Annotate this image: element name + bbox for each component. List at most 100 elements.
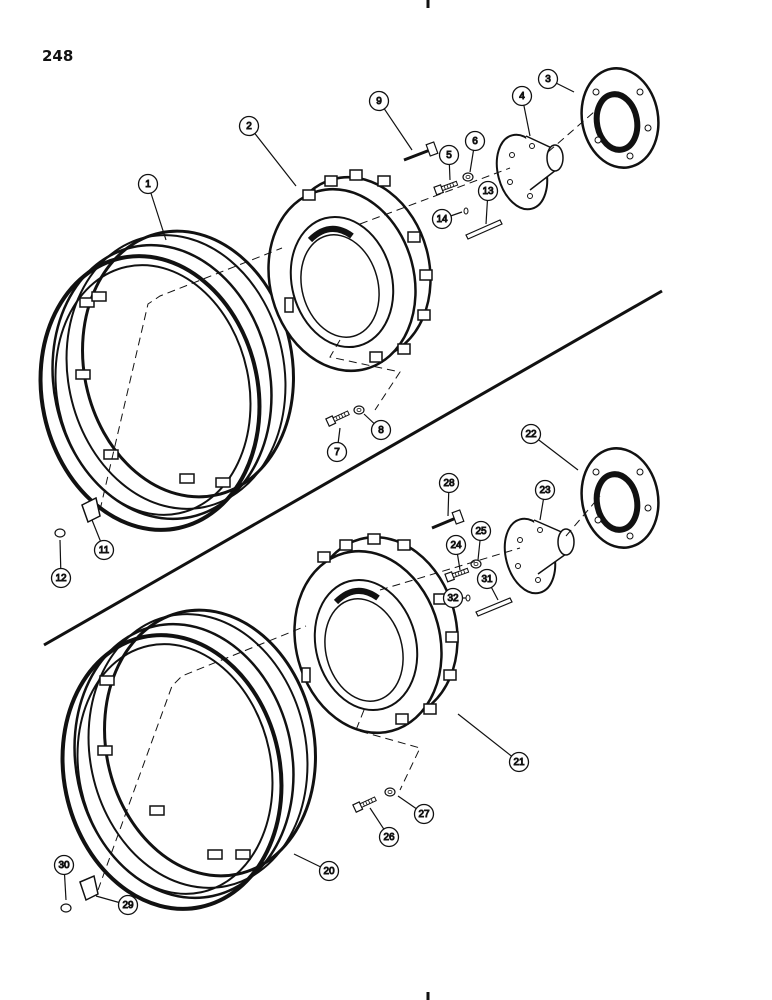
callout-label: 26 (383, 832, 395, 843)
callout-circle (370, 419, 392, 441)
hub-upper (495, 133, 564, 211)
section-divider (43, 289, 663, 647)
callout-circle (508, 751, 530, 773)
callout-circle (534, 479, 556, 501)
callout-25: 25 (470, 520, 492, 561)
callout-label: 9 (376, 96, 382, 107)
callout-circle (438, 472, 460, 494)
callout-30: 30 (53, 854, 75, 901)
washer-25 (470, 559, 482, 569)
callout-12: 12 (50, 539, 72, 589)
callout-circle (93, 539, 115, 561)
callout-label: 5 (446, 150, 452, 161)
leader-line (248, 125, 297, 187)
callout-7: 7 (326, 427, 348, 463)
callout-label: 4 (519, 91, 525, 102)
callout-label: 27 (418, 809, 430, 820)
callout-label: 14 (436, 214, 448, 225)
callout-22: 22 (520, 423, 579, 471)
callout-label: 22 (525, 429, 537, 440)
callout-circle (368, 90, 390, 112)
callout-2: 2 (238, 115, 297, 187)
callout-label: 30 (58, 860, 70, 871)
callout-9: 9 (368, 90, 413, 151)
callout-circle (378, 826, 400, 848)
callout-label: 20 (323, 866, 335, 877)
rim-lower (60, 608, 317, 911)
callout-circle (431, 208, 453, 230)
washer-6 (462, 172, 474, 182)
plate-upper (580, 67, 660, 169)
callout-label: 2 (246, 121, 252, 132)
callout-27: 27 (397, 795, 435, 825)
callout-circle (445, 534, 467, 556)
callout-8: 8 (363, 413, 392, 441)
callout-circle (464, 130, 486, 152)
callout-5: 5 (438, 144, 460, 181)
bolt-24 (444, 565, 470, 583)
page-number: 248 (42, 47, 74, 65)
rim-upper (38, 229, 295, 532)
callout-29: 29 (95, 894, 139, 916)
callout-label: 24 (450, 540, 462, 551)
clip-11 (81, 496, 101, 524)
callout-circle (442, 587, 464, 609)
wheel-center-lower (293, 533, 459, 735)
callout-28: 28 (438, 472, 460, 517)
callout-circle (413, 803, 435, 825)
callout-31: 31 (476, 568, 499, 601)
bolt-7 (325, 408, 351, 427)
callout-circle (537, 68, 559, 90)
callout-circle (476, 568, 498, 590)
leader-line (457, 713, 520, 763)
pin-14 (463, 207, 469, 215)
washer-8 (353, 405, 365, 415)
callout-circle (53, 854, 75, 876)
callout-label: 21 (513, 757, 525, 768)
clip-29 (79, 874, 99, 902)
callout-21: 21 (457, 713, 530, 773)
callout-circle (238, 115, 260, 137)
callout-13: 13 (477, 180, 499, 225)
callout-label: 25 (475, 526, 487, 537)
callout-label: 7 (334, 447, 340, 458)
hub-lower (503, 517, 575, 595)
callout-label: 29 (122, 900, 134, 911)
washer-27 (384, 787, 396, 797)
callout-label: 28 (443, 478, 455, 489)
plate-lower (580, 447, 660, 549)
bolt-26 (352, 794, 378, 813)
callout-6: 6 (464, 130, 486, 173)
callout-4: 4 (511, 85, 533, 137)
callout-circle (117, 894, 139, 916)
callout-label: 32 (447, 593, 459, 604)
callout-label: 11 (99, 545, 110, 556)
key-13 (465, 219, 503, 240)
callout-26: 26 (369, 807, 400, 848)
nut-30 (60, 903, 72, 913)
key-31 (475, 597, 513, 617)
wheel-center-upper (267, 169, 433, 373)
callout-label: 1 (145, 179, 151, 190)
callout-32: 32 (442, 587, 466, 609)
callout-14: 14 (431, 208, 463, 230)
callout-circle (520, 423, 542, 445)
callout-11: 11 (91, 519, 115, 561)
callout-label: 8 (378, 425, 384, 436)
bolt-upper-9 (403, 141, 439, 162)
callout-circle (326, 441, 348, 463)
callout-label: 31 (481, 574, 493, 585)
callout-1: 1 (137, 173, 167, 241)
callout-circle (50, 567, 72, 589)
callout-circle (470, 520, 492, 542)
callout-label: 12 (55, 573, 67, 584)
callout-circle (477, 180, 499, 202)
callout-circle (511, 85, 533, 107)
bolt-5 (433, 178, 459, 196)
callout-circle (137, 173, 159, 195)
callout-circle (318, 860, 340, 882)
callout-24: 24 (445, 534, 467, 571)
callout-circle (438, 144, 460, 166)
callout-3: 3 (537, 68, 575, 93)
